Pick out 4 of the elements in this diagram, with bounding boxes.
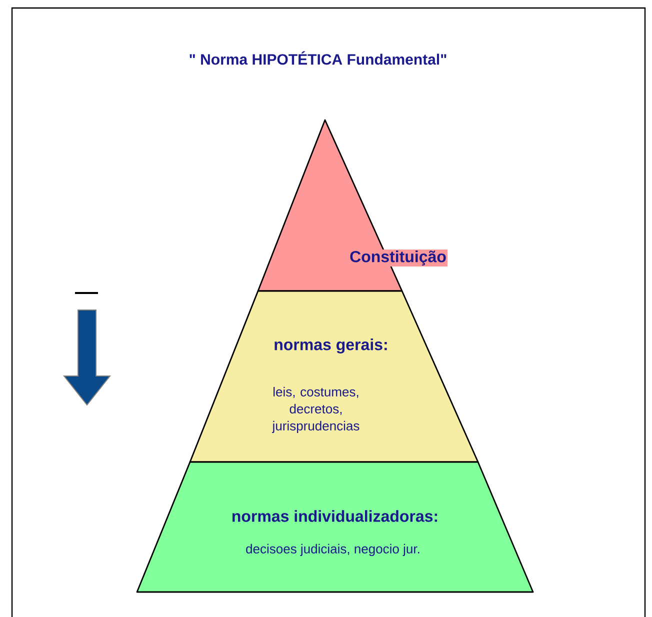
pyramid-tier: normas gerais: leis, costumes, decretos, jurisprudencias bbox=[189, 290, 479, 463]
pyramid-tier: normas individualizadoras: decisoes judiciais, negocio jur. bbox=[136, 461, 534, 593]
title: " Norma HIPOTÉTICA Fundamental" bbox=[190, 51, 446, 65]
pyramid-tier: Constituição bbox=[257, 119, 448, 292]
